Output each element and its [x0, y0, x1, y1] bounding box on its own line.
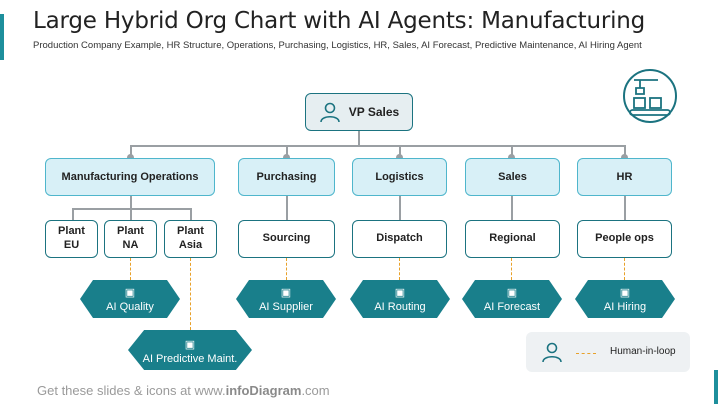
team-label: Sourcing — [262, 232, 311, 245]
team-sourcing[interactable]: Sourcing — [238, 220, 335, 258]
footer: Get these slides & icons at www.infoDiag… — [37, 383, 330, 398]
connector — [286, 196, 288, 220]
human-in-loop-link — [511, 258, 512, 280]
connector — [130, 145, 625, 147]
connector — [624, 196, 626, 220]
ai-agent-label: AI Predictive Maint. — [142, 353, 238, 365]
connector — [511, 145, 513, 158]
team-people-ops[interactable]: People ops — [577, 220, 672, 258]
robot-icon: ▣ — [394, 287, 406, 299]
plant-region: NA — [122, 239, 139, 251]
person-icon — [319, 102, 340, 123]
human-in-loop-link — [286, 258, 287, 280]
connector — [130, 145, 132, 158]
dept-manufacturing-operations[interactable]: Manufacturing Operations — [45, 158, 215, 196]
connector — [286, 145, 288, 158]
ai-agent-predictive-maint[interactable]: ▣ AI Predictive Maint. — [128, 330, 252, 370]
human-in-loop-link — [190, 258, 191, 330]
plant-label: Plant — [117, 225, 144, 238]
ai-agent-label: AI Quality — [106, 301, 154, 313]
legend: Human-in-loop — [526, 332, 690, 372]
connector — [130, 208, 132, 220]
connector-dot — [508, 154, 515, 161]
connector — [130, 196, 132, 208]
human-in-loop-link — [624, 258, 625, 280]
robot-icon: ▣ — [619, 287, 631, 299]
team-label: People ops — [595, 232, 654, 245]
ai-agent-label: AI Forecast — [483, 301, 541, 313]
accent-bar — [0, 14, 4, 60]
connector-dot — [396, 154, 403, 161]
connector-dot — [127, 154, 134, 161]
connector — [511, 196, 513, 220]
plant-na[interactable]: Plant NA — [104, 220, 157, 258]
connector-dot — [621, 154, 628, 161]
human-in-loop-link — [399, 258, 400, 280]
connector — [190, 208, 192, 220]
ai-agent-quality[interactable]: ▣ AI Quality — [80, 280, 180, 318]
ai-agent-label: AI Supplier — [259, 301, 313, 313]
team-label: Regional — [489, 232, 536, 245]
factory-robot-conveyor-icon — [614, 68, 686, 124]
page-subtitle: Production Company Example, HR Structure… — [33, 40, 642, 51]
plant-label: Plant — [177, 225, 204, 238]
footer-brand: infoDiagram — [225, 383, 302, 398]
plant-region: EU — [63, 239, 80, 251]
robot-icon: ▣ — [184, 339, 196, 351]
page-title: Large Hybrid Org Chart with AI Agents: M… — [33, 8, 646, 34]
dept-label: Logistics — [375, 171, 424, 183]
ai-agent-forecast[interactable]: ▣ AI Forecast — [462, 280, 562, 318]
vp-sales-node[interactable]: VP Sales — [305, 93, 413, 131]
connector — [624, 145, 626, 158]
dept-sales[interactable]: Sales — [465, 158, 560, 196]
connector — [399, 145, 401, 158]
robot-icon: ▣ — [280, 287, 292, 299]
plant-asia[interactable]: Plant Asia — [164, 220, 217, 258]
plant-region: Asia — [178, 239, 203, 251]
dept-logistics[interactable]: Logistics — [352, 158, 447, 196]
ai-agent-label: AI Routing — [374, 301, 426, 313]
dept-label: Purchasing — [256, 171, 317, 183]
connector — [358, 130, 360, 145]
ai-agent-supplier[interactable]: ▣ AI Supplier — [236, 280, 336, 318]
connector-dot — [283, 154, 290, 161]
footer-suffix: .com — [301, 383, 330, 398]
legend-label: Human-in-loop — [610, 346, 676, 357]
connector — [72, 208, 74, 220]
vp-sales-label: VP Sales — [348, 105, 400, 119]
connector — [399, 196, 401, 220]
dept-hr[interactable]: HR — [577, 158, 672, 196]
dept-purchasing[interactable]: Purchasing — [238, 158, 335, 196]
robot-icon: ▣ — [124, 287, 136, 299]
team-regional[interactable]: Regional — [465, 220, 560, 258]
dept-label: Sales — [498, 171, 527, 183]
legend-dashed-line — [576, 353, 596, 354]
person-icon — [542, 342, 562, 363]
dept-label: HR — [616, 171, 633, 183]
accent-bar-right — [714, 370, 718, 404]
ai-agent-hiring[interactable]: ▣ AI Hiring — [575, 280, 675, 318]
plant-eu[interactable]: Plant EU — [45, 220, 98, 258]
plant-label: Plant — [58, 225, 85, 238]
team-label: Dispatch — [376, 232, 423, 245]
dept-label: Manufacturing Operations — [61, 171, 199, 183]
ai-agent-routing[interactable]: ▣ AI Routing — [350, 280, 450, 318]
human-in-loop-link — [130, 258, 131, 280]
robot-icon: ▣ — [506, 287, 518, 299]
ai-agent-label: AI Hiring — [603, 301, 647, 313]
team-dispatch[interactable]: Dispatch — [352, 220, 447, 258]
footer-prefix: Get these slides & icons at www. — [37, 383, 226, 398]
